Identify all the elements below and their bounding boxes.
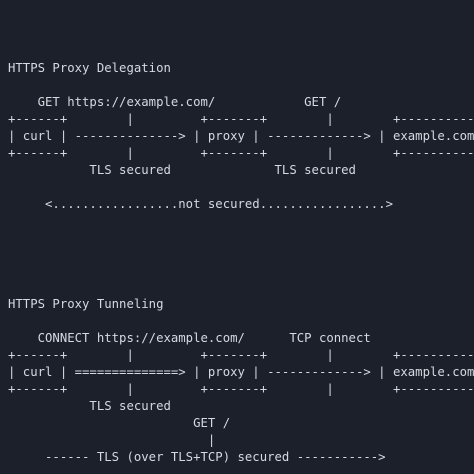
tunneling-inner-request-connector: | (8, 433, 216, 447)
delegation-box-top-border: +------+ | +-------+ | +----------------… (8, 112, 474, 126)
tunneling-security-label: TLS secured (8, 399, 171, 413)
delegation-flow-row: | curl | --------------> | proxy | -----… (8, 129, 474, 143)
tunneling-flow-row: | curl | ==============> | proxy | -----… (8, 365, 474, 379)
delegation-request-labels: GET https://example.com/ GET / (8, 95, 342, 109)
tunneling-request-labels: CONNECT https://example.com/ TCP connect (8, 331, 371, 345)
tunneling-title: HTTPS Proxy Tunneling (8, 297, 164, 311)
tunneling-inner-request-label: GET / (8, 416, 231, 430)
tunneling-box-top-border: +------+ | +-------+ | +----------------… (8, 348, 474, 362)
delegation-box-bottom-border: +------+ | +-------+ | +----------------… (8, 146, 474, 160)
delegation-security-labels: TLS secured TLS secured (8, 163, 356, 177)
tunneling-secured-span: ------ TLS (over TLS+TCP) secured ------… (8, 450, 386, 464)
delegation-title: HTTPS Proxy Delegation (8, 61, 171, 75)
delegation-not-secured-span: <.................not secured...........… (8, 197, 393, 211)
tunneling-box-bottom-border: +------+ | +-------+ | +----------------… (8, 382, 474, 396)
